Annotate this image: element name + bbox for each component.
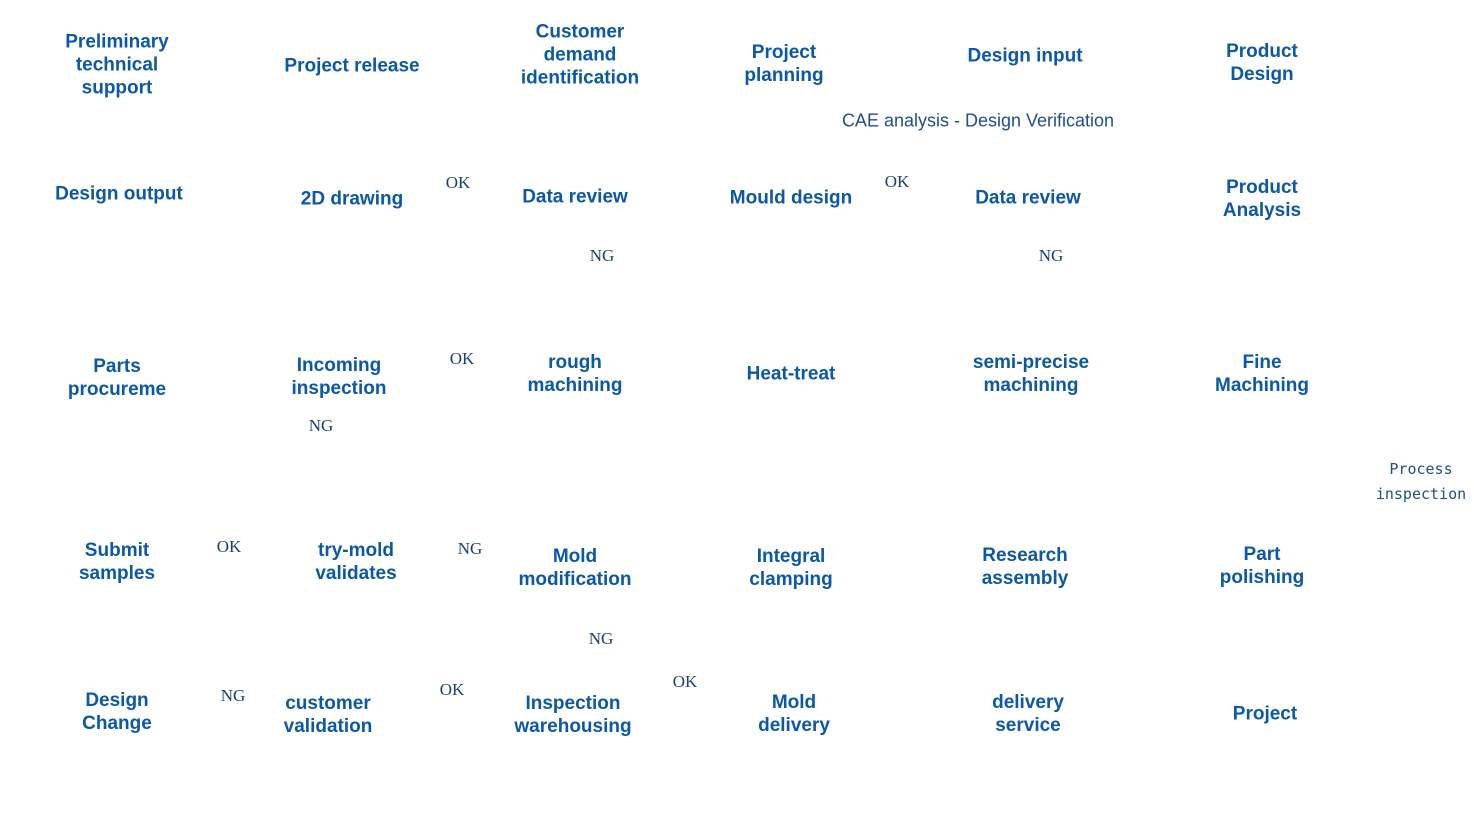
node-rough-machining: rough machining	[527, 352, 623, 396]
label-ok: OK	[445, 173, 471, 192]
node-mold-delivery: Mold delivery	[758, 692, 830, 736]
node-customer-demand-identification: Customer demand identification	[520, 21, 640, 89]
node-project-planning: Project planning	[744, 42, 824, 86]
label-ok: OK	[884, 172, 910, 191]
label-ng: NG	[589, 246, 615, 265]
node-customer-validation: customer validation	[283, 693, 373, 737]
node-semi-precise-machining: semi-precise machining	[972, 352, 1090, 396]
label-ng: NG	[308, 416, 334, 435]
label-ok: OK	[672, 672, 698, 691]
label-ng: NG	[220, 686, 246, 705]
label-ok: OK	[216, 537, 242, 556]
annotation-cae-analysis: CAE analysis - Design Verification	[841, 110, 1115, 131]
label-ng: NG	[1038, 246, 1064, 265]
label-ng: NG	[457, 539, 483, 558]
node-integral-clamping: Integral clamping	[749, 546, 833, 590]
node-incoming-inspection: Incoming inspection	[291, 355, 387, 399]
label-ok: OK	[449, 349, 475, 368]
node-research-assembly: Research assembly	[981, 545, 1069, 589]
label-ng: NG	[588, 629, 614, 648]
annotation-process-inspection: Process inspection	[1375, 460, 1467, 503]
node-product-analysis: Product Analysis	[1222, 177, 1302, 221]
label-ok: OK	[439, 680, 465, 699]
node-fine-machining: Fine Machining	[1215, 352, 1309, 396]
node-project-release: Project release	[284, 55, 420, 77]
node-parts-procurement: Parts procureme	[67, 356, 167, 400]
node-heat-treat: Heat-treat	[746, 363, 836, 385]
node-data-review: Data review	[522, 186, 628, 208]
node-delivery-service: delivery service	[992, 692, 1064, 736]
node-mould-design: Mould design	[729, 187, 853, 209]
node-data-review: Data review	[975, 187, 1081, 209]
node-preliminary-technical-support: Preliminary technical support	[65, 31, 169, 99]
node-2d-drawing: 2D drawing	[300, 188, 404, 210]
node-project: Project	[1232, 703, 1298, 725]
node-submit-samples: Submit samples	[78, 540, 156, 584]
node-inspection-warehousing: Inspection warehousing	[514, 693, 632, 737]
node-design-output: Design output	[55, 183, 183, 205]
node-mold-modification: Mold modification	[518, 546, 632, 590]
node-design-change: Design Change	[82, 690, 152, 734]
node-design-input: Design input	[967, 45, 1083, 67]
node-try-mold-validates: try-mold validates	[315, 540, 397, 584]
node-product-design: Product Design	[1226, 41, 1298, 85]
node-part-polishing: Part polishing	[1219, 544, 1305, 588]
